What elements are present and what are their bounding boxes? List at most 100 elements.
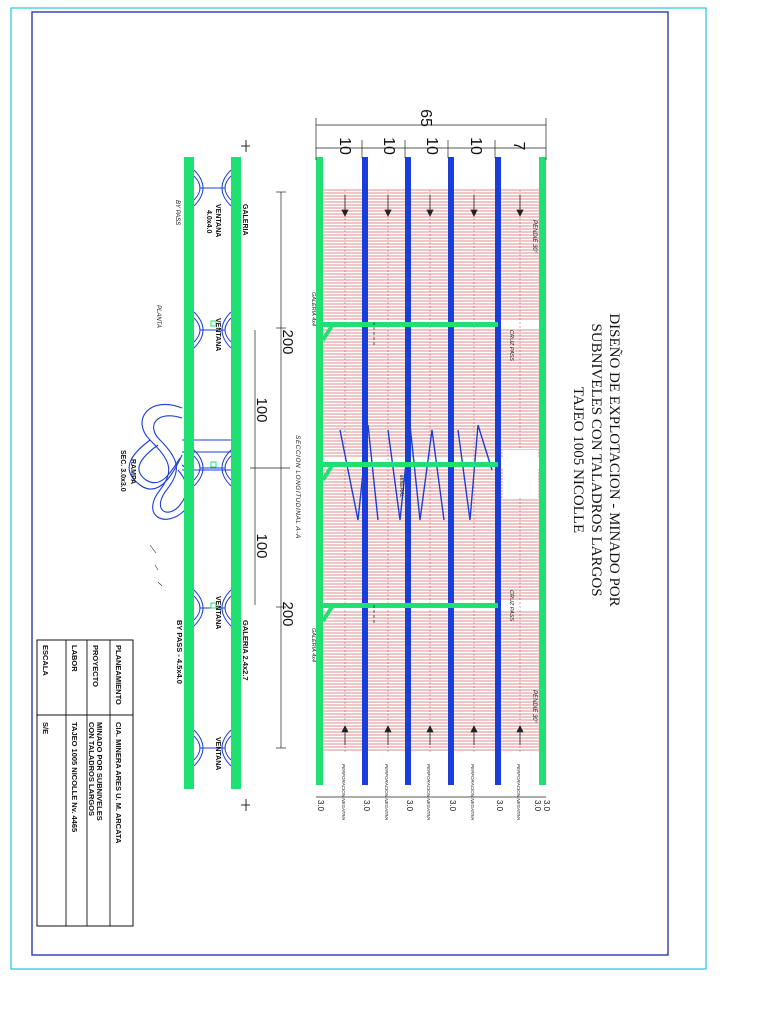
rampa-label: RAMPA xyxy=(129,459,136,484)
perforacion-label-4: PERFORACION NEGATIVA xyxy=(470,764,475,820)
ore-label: MINERAL xyxy=(398,475,404,497)
ore-gap-1 xyxy=(503,450,538,498)
galeria-top-label: GALERIA xyxy=(241,204,248,236)
table-val-labor: TAJEO 1005 NICOLLE Nv. 4465 xyxy=(70,722,79,832)
table-key-labor: LABOR xyxy=(70,645,79,672)
dim-col-5: 7 xyxy=(510,142,527,151)
seccion-label: SECCION LONGITUDINAL A-A xyxy=(294,435,301,539)
cross-pass-1 xyxy=(323,322,498,327)
dim-bottom-2: 3.0 xyxy=(362,800,371,812)
ventana-top-line1: VENTANA xyxy=(214,204,221,237)
main-gallery xyxy=(231,157,241,789)
table-key-proyecto: PROYECTO xyxy=(91,645,100,687)
section-cut-markers xyxy=(241,140,250,811)
dim-col-1: 10 xyxy=(336,137,353,155)
dim-bottom-5: 3.0 xyxy=(495,800,504,812)
zigzag-2 xyxy=(387,424,445,521)
cruz-pass-label-1: CRUZ PASS xyxy=(508,330,514,361)
table-key-planeamiento: PLANEAMIENTO xyxy=(114,645,123,705)
ventana-top-label-1: VENTANA xyxy=(214,204,221,237)
ventana-label-3: VENTANA xyxy=(214,737,221,770)
ramp-spiral xyxy=(128,403,232,520)
planta-label: PLANTA xyxy=(155,305,161,328)
drill-hatching xyxy=(323,189,539,752)
plan-dim-4: 200 xyxy=(279,601,296,626)
plan-dim-ticks xyxy=(250,191,290,749)
plan-dim-1: 200 xyxy=(279,329,296,354)
gallery-left xyxy=(316,157,323,785)
ventana-top-label-2: 4.0x4.0 xyxy=(205,210,212,233)
longitudinal-section: PENDIE 30° PENDIE 30° CRUZ PASS CRUZ PAS… xyxy=(294,109,551,820)
sublevel-1 xyxy=(362,157,368,785)
ventana-arc xyxy=(193,455,201,481)
ventana-arc xyxy=(224,455,232,481)
pendiente-label-bottom: PENDIE 30° xyxy=(531,690,537,724)
perforacion-label-1: PERFORACION NEGATIVA xyxy=(341,764,346,820)
dim-65: 65 xyxy=(417,109,434,127)
cross-pass-1-tail xyxy=(321,322,335,342)
dim-bottom-4: 3.0 xyxy=(448,800,457,812)
dim-col-2: 10 xyxy=(380,137,397,155)
table-val-planeamiento: CIA. MINERA ARES U. M. ARCATA xyxy=(114,722,123,844)
ventana-arcs xyxy=(193,169,232,767)
ventana-arc xyxy=(224,735,232,761)
title-table: PLANEAMIENTO CIA. MINERA ARES U. M. ARCA… xyxy=(36,639,134,927)
sublevel-3 xyxy=(448,157,454,785)
perforacion-label-2: PERFORACION NEGATIVA xyxy=(384,764,389,820)
table-val-escala: S/E xyxy=(41,722,50,734)
cross-pass-2 xyxy=(323,462,498,467)
title-block: DISEÑO DE EXPLOTACION - MINADO POR SUBNI… xyxy=(570,313,622,606)
ventana-top-line2: 4.0x4.0 xyxy=(205,210,212,233)
drill-arrows-top xyxy=(341,195,524,217)
galeria-bottom-label: GALERIA 2.4x2.7 xyxy=(241,620,250,681)
title-line-3: TAJEO 1005 NICOLLE xyxy=(570,387,586,533)
dim-col-ticks xyxy=(361,140,496,158)
plan-dim-3: 100 xyxy=(253,533,270,558)
ventana-arc xyxy=(193,735,201,761)
sublevel-2 xyxy=(405,157,411,785)
cross-pass-2-tail xyxy=(321,462,335,482)
title-line-1: DISEÑO DE EXPLOTACION - MINADO POR xyxy=(606,313,622,606)
outer-border xyxy=(10,7,707,970)
title-table-frame xyxy=(36,639,134,927)
perforacion-label-3: PERFORACION NEGATIVA xyxy=(426,764,431,820)
dim-col-3: 10 xyxy=(423,137,440,155)
bypass-gallery xyxy=(184,157,194,789)
ventana-label-2: VENTANA xyxy=(214,596,221,629)
cruz-pass-label-2: CRUZ PASS xyxy=(508,590,514,621)
ventana-markers xyxy=(210,320,217,609)
table-val-proyecto-1: MINADO POR SUBNIVELES xyxy=(95,722,104,821)
galeria-label-1: GALERIA 4x4 xyxy=(310,292,316,326)
sublevel-4 xyxy=(495,157,501,785)
dim-bottom-3: 3.0 xyxy=(405,800,414,812)
ventana-arc xyxy=(193,175,201,201)
drawing-frame xyxy=(31,11,669,956)
ventana-arc xyxy=(224,595,232,621)
plan-dim-2: 100 xyxy=(253,397,270,422)
perforacion-labels: PERFORACION NEGATIVA PERFORACION NEGATIVA… xyxy=(341,764,521,820)
cross-pass-3-tail xyxy=(321,603,335,623)
table-val-proyecto-2: CON TALADROS LARGOS xyxy=(87,722,96,816)
ventana-arc xyxy=(193,595,201,621)
gallery-right xyxy=(539,157,546,785)
zigzag-3 xyxy=(457,424,493,521)
bypass-bottom-label: BY PASS - 4.5x4.0 xyxy=(175,620,184,684)
ventana-label-1: VENTANA xyxy=(214,318,221,351)
dim-bottom-6: 3.0 xyxy=(533,800,542,812)
plan-view: 200 100 100 200 GALERIA VENTANA 4.0x4.0 … xyxy=(119,140,296,811)
galeria-label-2: GALERIA 4x4 xyxy=(310,628,316,662)
rampa-sec-label: SEC. 3.0x3.0 xyxy=(119,450,126,492)
perforacion-label-5: PERFORACION NEGATIVA xyxy=(516,764,521,820)
dim-bottom-1: 3.0 xyxy=(316,800,325,812)
pendiente-label-top: PENDIE 30° xyxy=(531,220,537,254)
ramp-marks xyxy=(149,544,163,587)
ventana-arc xyxy=(224,317,232,343)
drill-arrows-bottom xyxy=(341,725,524,745)
title-line-2: SUBNIVELES CON TALADROS LARGOS xyxy=(588,323,604,596)
dim-bottom-7: 3.0 xyxy=(542,800,551,812)
dim-col-4: 10 xyxy=(467,137,484,155)
ventana-arc xyxy=(224,175,232,201)
bypass-top-label: BY PASS xyxy=(174,200,180,225)
cross-pass-3 xyxy=(323,603,498,608)
